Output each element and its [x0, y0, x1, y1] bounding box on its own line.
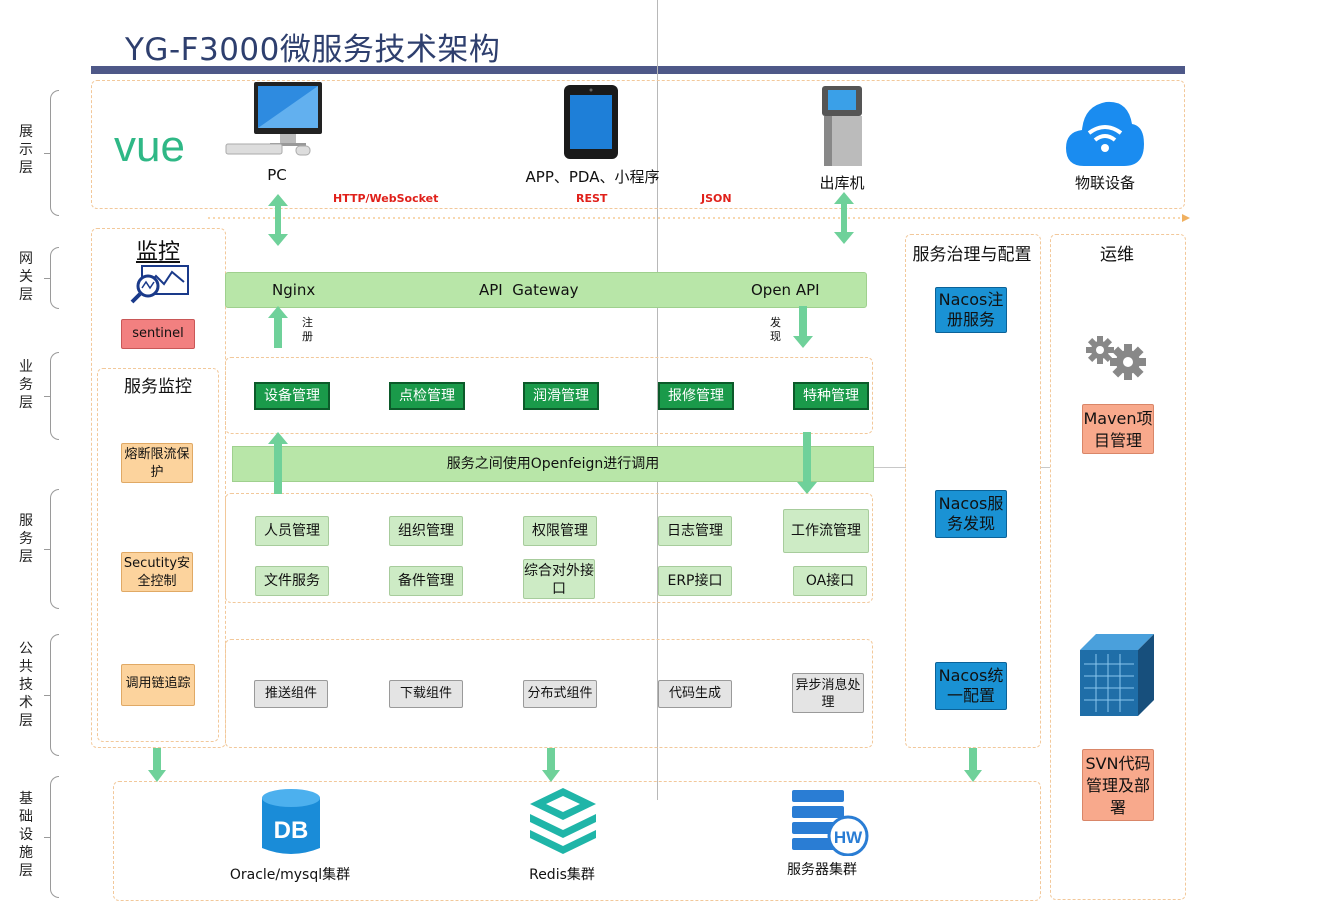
- pc-icon: [225, 82, 322, 156]
- business-item: 润滑管理: [523, 382, 599, 410]
- common-item: 代码生成: [658, 680, 732, 708]
- circuit-breaker-box: 熔断限流保护: [121, 443, 193, 483]
- service-down-arrow: [797, 432, 817, 494]
- service-item: 组织管理: [389, 516, 463, 546]
- governance-title: 服务治理与配置: [912, 245, 1032, 265]
- iot-label: 物联设备: [1074, 174, 1135, 192]
- business-panel: [225, 357, 873, 434]
- maven-box: Maven项目管理: [1082, 404, 1154, 454]
- infra-arrow-left: [148, 748, 166, 782]
- api-gateway-bar: [225, 272, 867, 308]
- business-item: 特种管理: [793, 382, 869, 410]
- vue-logo: vue: [114, 122, 185, 171]
- nacos-discovery-box: Nacos服务发现: [935, 490, 1007, 538]
- service-item: 工作流管理: [783, 509, 869, 553]
- nginx-label: Nginx: [272, 281, 316, 299]
- server-hw-icon: HW: [792, 790, 869, 856]
- title-underline: [91, 66, 1185, 74]
- business-item: 点检管理: [389, 382, 465, 410]
- server-rack-icon: [1080, 634, 1154, 716]
- sentinel-badge: sentinel: [121, 319, 195, 349]
- service-panel: [225, 493, 873, 603]
- common-item: 推送组件: [254, 680, 328, 708]
- hw-icon-text: HW: [834, 828, 863, 847]
- governance-panel: [905, 234, 1041, 748]
- db-label: Oracle/mysql集群: [229, 867, 351, 883]
- service-item: ERP接口: [658, 566, 732, 596]
- service-item: 人员管理: [255, 516, 329, 546]
- brace-presentation: [44, 90, 59, 216]
- business-item: 设备管理: [254, 382, 330, 410]
- nacos-register-box: Nacos注册服务: [935, 287, 1007, 333]
- ops-panel: [1050, 234, 1186, 900]
- common-item: 下载组件: [389, 680, 463, 708]
- guide-line-right: [872, 467, 906, 468]
- layer-label-presentation: 展示层: [19, 124, 33, 176]
- service-item: 日志管理: [658, 516, 732, 546]
- service-item: OA接口: [793, 566, 867, 596]
- kiosk-double-arrow: [834, 192, 854, 244]
- layer-label-business: 业务层: [19, 359, 33, 411]
- protocol-json: JSON: [701, 192, 732, 205]
- infra-panel: [113, 781, 1041, 901]
- trace-box: 调用链追踪: [121, 664, 195, 706]
- gears-icon: [1086, 336, 1146, 380]
- redis-stack-icon: [530, 788, 596, 854]
- kiosk-label: 出库机: [819, 174, 865, 192]
- ops-title: 运维: [1100, 245, 1134, 265]
- monitoring-panel: [91, 228, 226, 748]
- service-up-arrow: [268, 432, 288, 494]
- discover-arrow: [793, 306, 813, 348]
- service-item: 综合对外接口: [523, 559, 595, 599]
- register-label: 注册: [302, 316, 313, 343]
- common-panel: [225, 639, 873, 748]
- layer-label-gateway: 网关层: [19, 251, 33, 303]
- service-monitor-title: 服务监控: [124, 377, 192, 397]
- server-label: 服务器集群: [787, 862, 857, 878]
- service-item: 备件管理: [389, 566, 463, 596]
- monitoring-title: 监控: [135, 240, 180, 265]
- protocol-rest: REST: [576, 192, 608, 205]
- openfeign-bar: 服务之间使用Openfeign进行调用: [232, 446, 874, 482]
- common-item: 分布式组件: [523, 680, 597, 708]
- dotted-arrow-line: [208, 214, 1190, 222]
- protocol-http: HTTP/WebSocket: [333, 192, 439, 205]
- brace-service: [44, 489, 59, 609]
- api-gateway-label: API Gateway: [479, 281, 579, 299]
- tablet-icon: [564, 85, 618, 159]
- kiosk-icon: [822, 86, 862, 166]
- service-monitor-panel: [97, 368, 219, 742]
- redis-label: Redis集群: [529, 867, 595, 883]
- open-api-label: Open API: [751, 281, 820, 299]
- infra-arrow-center: [542, 748, 560, 782]
- infra-arrow-right: [964, 748, 982, 782]
- layer-label-infra: 基础设施层: [19, 791, 33, 879]
- business-item: 报修管理: [658, 382, 734, 410]
- mobile-label: APP、PDA、小程序: [525, 168, 660, 186]
- pc-label: PC: [267, 166, 287, 184]
- db-icon-text: DB: [274, 817, 309, 844]
- service-item: 文件服务: [255, 566, 329, 596]
- database-icon: DB: [262, 789, 320, 854]
- discover-label: 发现: [770, 316, 781, 343]
- brace-business: [44, 352, 59, 440]
- page-title: YG-F3000微服务技术架构: [125, 32, 501, 68]
- iot-cloud-icon: [1066, 101, 1144, 166]
- brace-common: [44, 634, 59, 756]
- security-box: Secutity安全控制: [121, 552, 193, 592]
- center-guide-line: [657, 0, 658, 800]
- pc-double-arrow: [268, 194, 288, 246]
- layer-label-service: 服务层: [19, 513, 33, 565]
- service-item: 权限管理: [523, 516, 597, 546]
- register-arrow: [268, 306, 288, 348]
- guide-line-right-2: [1040, 467, 1050, 468]
- common-item: 异步消息处理: [792, 673, 864, 713]
- presentation-panel: [91, 80, 1185, 209]
- layer-label-common: 公共技术层: [19, 641, 33, 729]
- monitor-chart-icon: [130, 265, 189, 304]
- brace-gateway: [44, 247, 59, 309]
- svn-box: SVN代码管理及部署: [1082, 749, 1154, 821]
- nacos-config-box: Nacos统一配置: [935, 662, 1007, 710]
- brace-infra: [44, 776, 59, 898]
